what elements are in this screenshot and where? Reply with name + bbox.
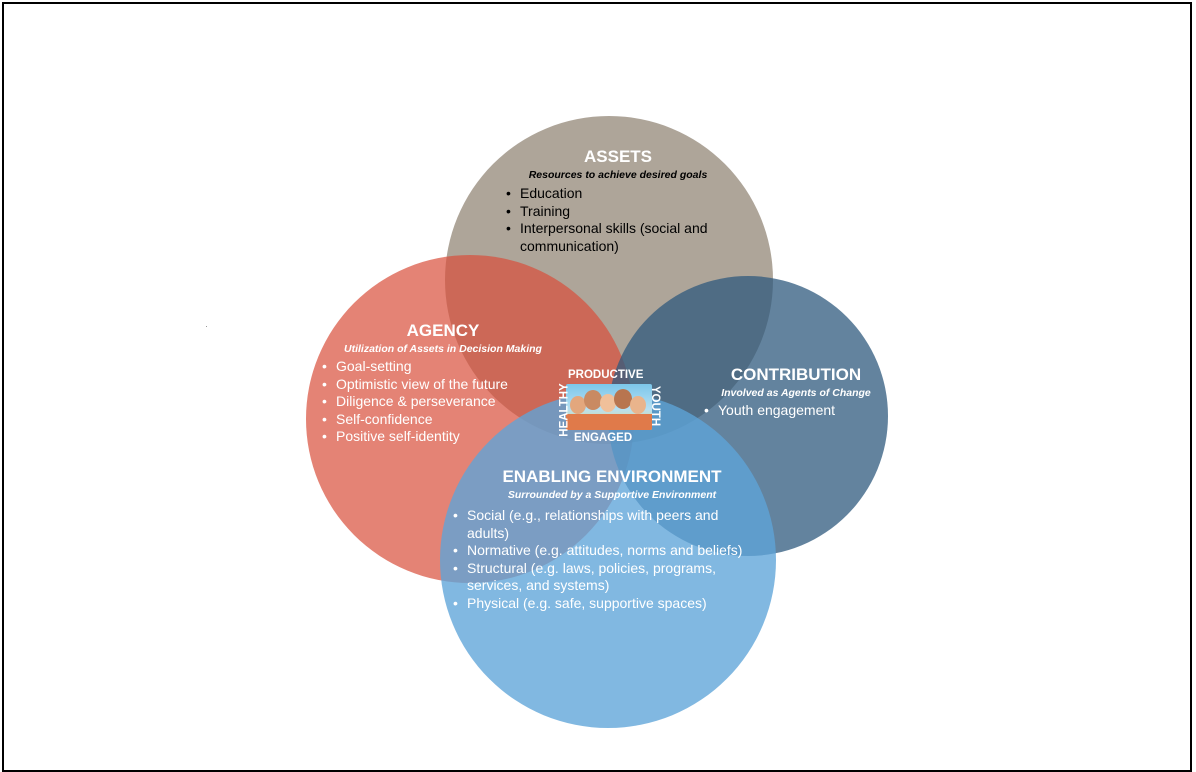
center-label-youth: YOUTH: [649, 385, 662, 427]
agency-block: AGENCY Utilization of Assets in Decision…: [318, 321, 568, 359]
assets-item: Education: [502, 185, 772, 203]
center-label-healthy: HEALTHY: [558, 383, 571, 437]
agency-item: Diligence & perseverance: [318, 393, 558, 411]
environment-item: Normative (e.g. attitudes, norms and bel…: [449, 542, 749, 560]
assets-item: Interpersonal skills (social and communi…: [502, 220, 772, 255]
assets-subtitle: Resources to achieve desired goals: [528, 169, 708, 181]
youth-group-photo: [566, 384, 652, 430]
agency-item: Goal-setting: [318, 358, 558, 376]
environment-subtitle: Surrounded by a Supportive Environment: [507, 489, 717, 501]
stray-dot: [206, 326, 207, 327]
center-label-engaged: ENGAGED: [574, 432, 633, 444]
environment-item: Structural (e.g. laws, policies, program…: [449, 560, 749, 595]
contribution-block: CONTRIBUTION Involved as Agents of Chang…: [706, 365, 886, 403]
agency-item: Self-confidence: [318, 411, 558, 429]
environment-block: ENABLING ENVIRONMENT Surrounded by a Sup…: [472, 467, 752, 505]
agency-title: AGENCY: [406, 321, 480, 340]
center-label-productive: PRODUCTIVE: [568, 369, 644, 381]
assets-item: Training: [502, 203, 772, 221]
agency-list: Goal-setting Optimistic view of the futu…: [318, 358, 558, 446]
assets-list: Education Training Interpersonal skills …: [502, 185, 772, 255]
environment-item: Social (e.g., relationships with peers a…: [449, 507, 749, 542]
environment-item: Physical (e.g. safe, supportive spaces): [449, 595, 749, 613]
contribution-title: CONTRIBUTION: [730, 365, 862, 384]
contribution-item: Youth engagement: [700, 402, 880, 420]
environment-list: Social (e.g., relationships with peers a…: [449, 507, 749, 612]
agency-subtitle: Utilization of Assets in Decision Making: [344, 343, 542, 355]
assets-block: ASSETS Resources to achieve desired goal…: [488, 147, 748, 185]
contribution-list: Youth engagement: [700, 402, 880, 420]
agency-item: Positive self-identity: [318, 428, 558, 446]
assets-title: ASSETS: [583, 147, 653, 166]
contribution-subtitle: Involved as Agents of Change: [721, 387, 871, 399]
agency-item: Optimistic view of the future: [318, 376, 558, 394]
environment-title: ENABLING ENVIRONMENT: [502, 467, 722, 486]
